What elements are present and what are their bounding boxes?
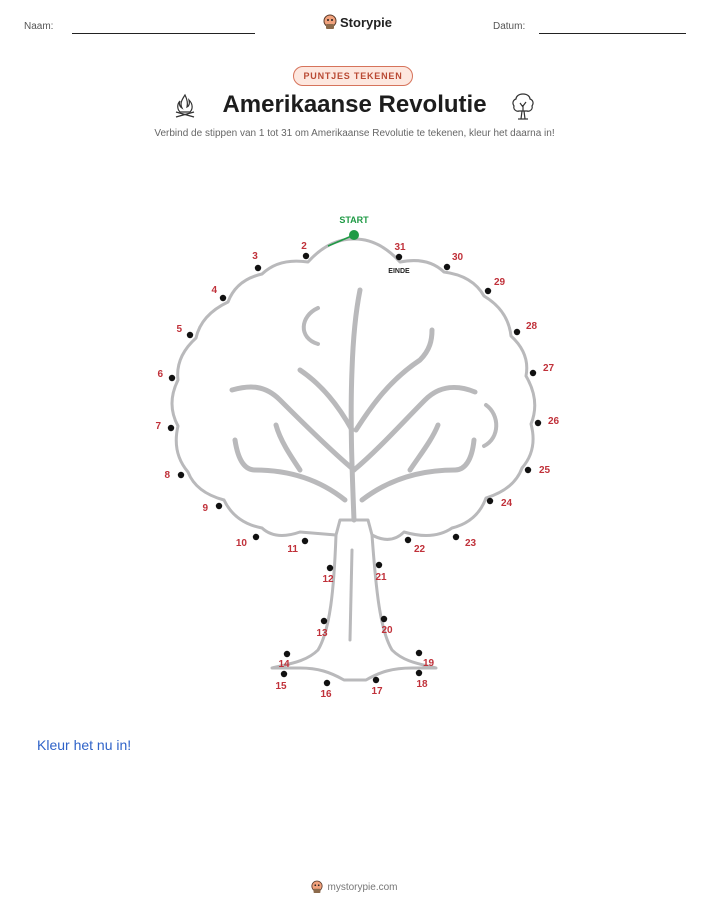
dot-10 <box>252 533 260 541</box>
activity-badge: PUNTJES TEKENEN <box>293 66 413 86</box>
dot-28 <box>513 328 521 336</box>
dot-14 <box>283 650 291 658</box>
date-label: Datum: <box>493 21 526 32</box>
color-it-instruction: Kleur het nu in! <box>37 737 132 753</box>
dot-number-14: 14 <box>278 659 290 670</box>
brand-name: Storypie <box>340 14 393 30</box>
dot-number-5: 5 <box>176 324 182 335</box>
dot-number-10: 10 <box>236 538 248 549</box>
dot-11 <box>301 537 309 545</box>
dot-number-11: 11 <box>287 544 298 555</box>
footer: mystorypie.com <box>0 880 709 894</box>
dot-number-16: 16 <box>320 689 332 700</box>
dot-number-8: 8 <box>164 470 170 481</box>
dot-number-21: 21 <box>375 572 387 583</box>
dot-12 <box>326 564 334 572</box>
dot-number-22: 22 <box>414 544 426 555</box>
dot-5 <box>186 331 194 339</box>
dot-number-29: 29 <box>494 277 506 288</box>
dot-22 <box>404 536 412 544</box>
name-label: Naam: <box>24 21 54 32</box>
storypie-logo-icon <box>311 880 324 893</box>
dot-number-13: 13 <box>316 628 328 639</box>
dot-8 <box>177 471 185 479</box>
dot-16 <box>323 679 331 687</box>
dot-7 <box>167 424 175 432</box>
dot-9 <box>215 502 223 510</box>
dot-number-3: 3 <box>252 251 258 262</box>
dot-number-27: 27 <box>543 363 555 374</box>
dot-6 <box>168 374 176 382</box>
date-line <box>539 33 686 34</box>
footer-url: mystorypie.com <box>327 881 398 893</box>
dot-27 <box>529 369 537 377</box>
dot-number-25: 25 <box>539 465 551 476</box>
dot-number-28: 28 <box>526 321 538 332</box>
dot-26 <box>534 419 542 427</box>
dot-number-18: 18 <box>416 679 428 690</box>
dot-30 <box>443 263 451 271</box>
dot-4 <box>219 294 227 302</box>
dot-15 <box>280 670 288 678</box>
end-label: EINDE <box>388 268 410 275</box>
tree-icon <box>512 93 534 120</box>
dot-number-23: 23 <box>465 538 477 549</box>
dot-number-24: 24 <box>501 498 513 509</box>
dot-23 <box>452 533 460 541</box>
dot-18 <box>415 669 423 677</box>
dot-number-7: 7 <box>155 421 161 432</box>
storypie-logo-icon <box>323 14 337 29</box>
instructions: Verbind de stippen van 1 tot 31 om Ameri… <box>154 128 555 139</box>
dot-29 <box>484 287 492 295</box>
dot-19 <box>415 649 423 657</box>
dot-17 <box>372 676 380 684</box>
dot-13 <box>320 617 328 625</box>
dot-number-6: 6 <box>157 369 163 380</box>
dot-number-17: 17 <box>371 686 383 697</box>
dot-number-19: 19 <box>423 658 435 669</box>
dot-31 <box>395 253 403 261</box>
dot-number-4: 4 <box>211 285 217 296</box>
dot-number-20: 20 <box>381 625 393 636</box>
dot-number-2: 2 <box>301 241 307 252</box>
page-title: Amerikaanse Revolutie <box>222 91 487 118</box>
dot-number-31: 31 <box>394 242 406 253</box>
dot-number-30: 30 <box>452 252 464 263</box>
tree-outline <box>170 237 537 682</box>
dot-number-26: 26 <box>548 416 560 427</box>
dot-25 <box>524 466 532 474</box>
start-marker: START EINDE <box>327 215 410 275</box>
start-label: START <box>339 215 369 225</box>
dot-24 <box>486 497 494 505</box>
dot-20 <box>380 615 388 623</box>
dot-number-15: 15 <box>275 681 287 692</box>
dot-2 <box>302 252 310 260</box>
dot-3 <box>254 264 262 272</box>
dot-number-9: 9 <box>202 503 208 514</box>
campfire-icon <box>175 93 195 118</box>
start-dot <box>349 230 359 240</box>
brand: Storypie <box>323 14 392 30</box>
dot-number-12: 12 <box>322 574 334 585</box>
name-line <box>72 33 255 34</box>
dot-21 <box>375 561 383 569</box>
